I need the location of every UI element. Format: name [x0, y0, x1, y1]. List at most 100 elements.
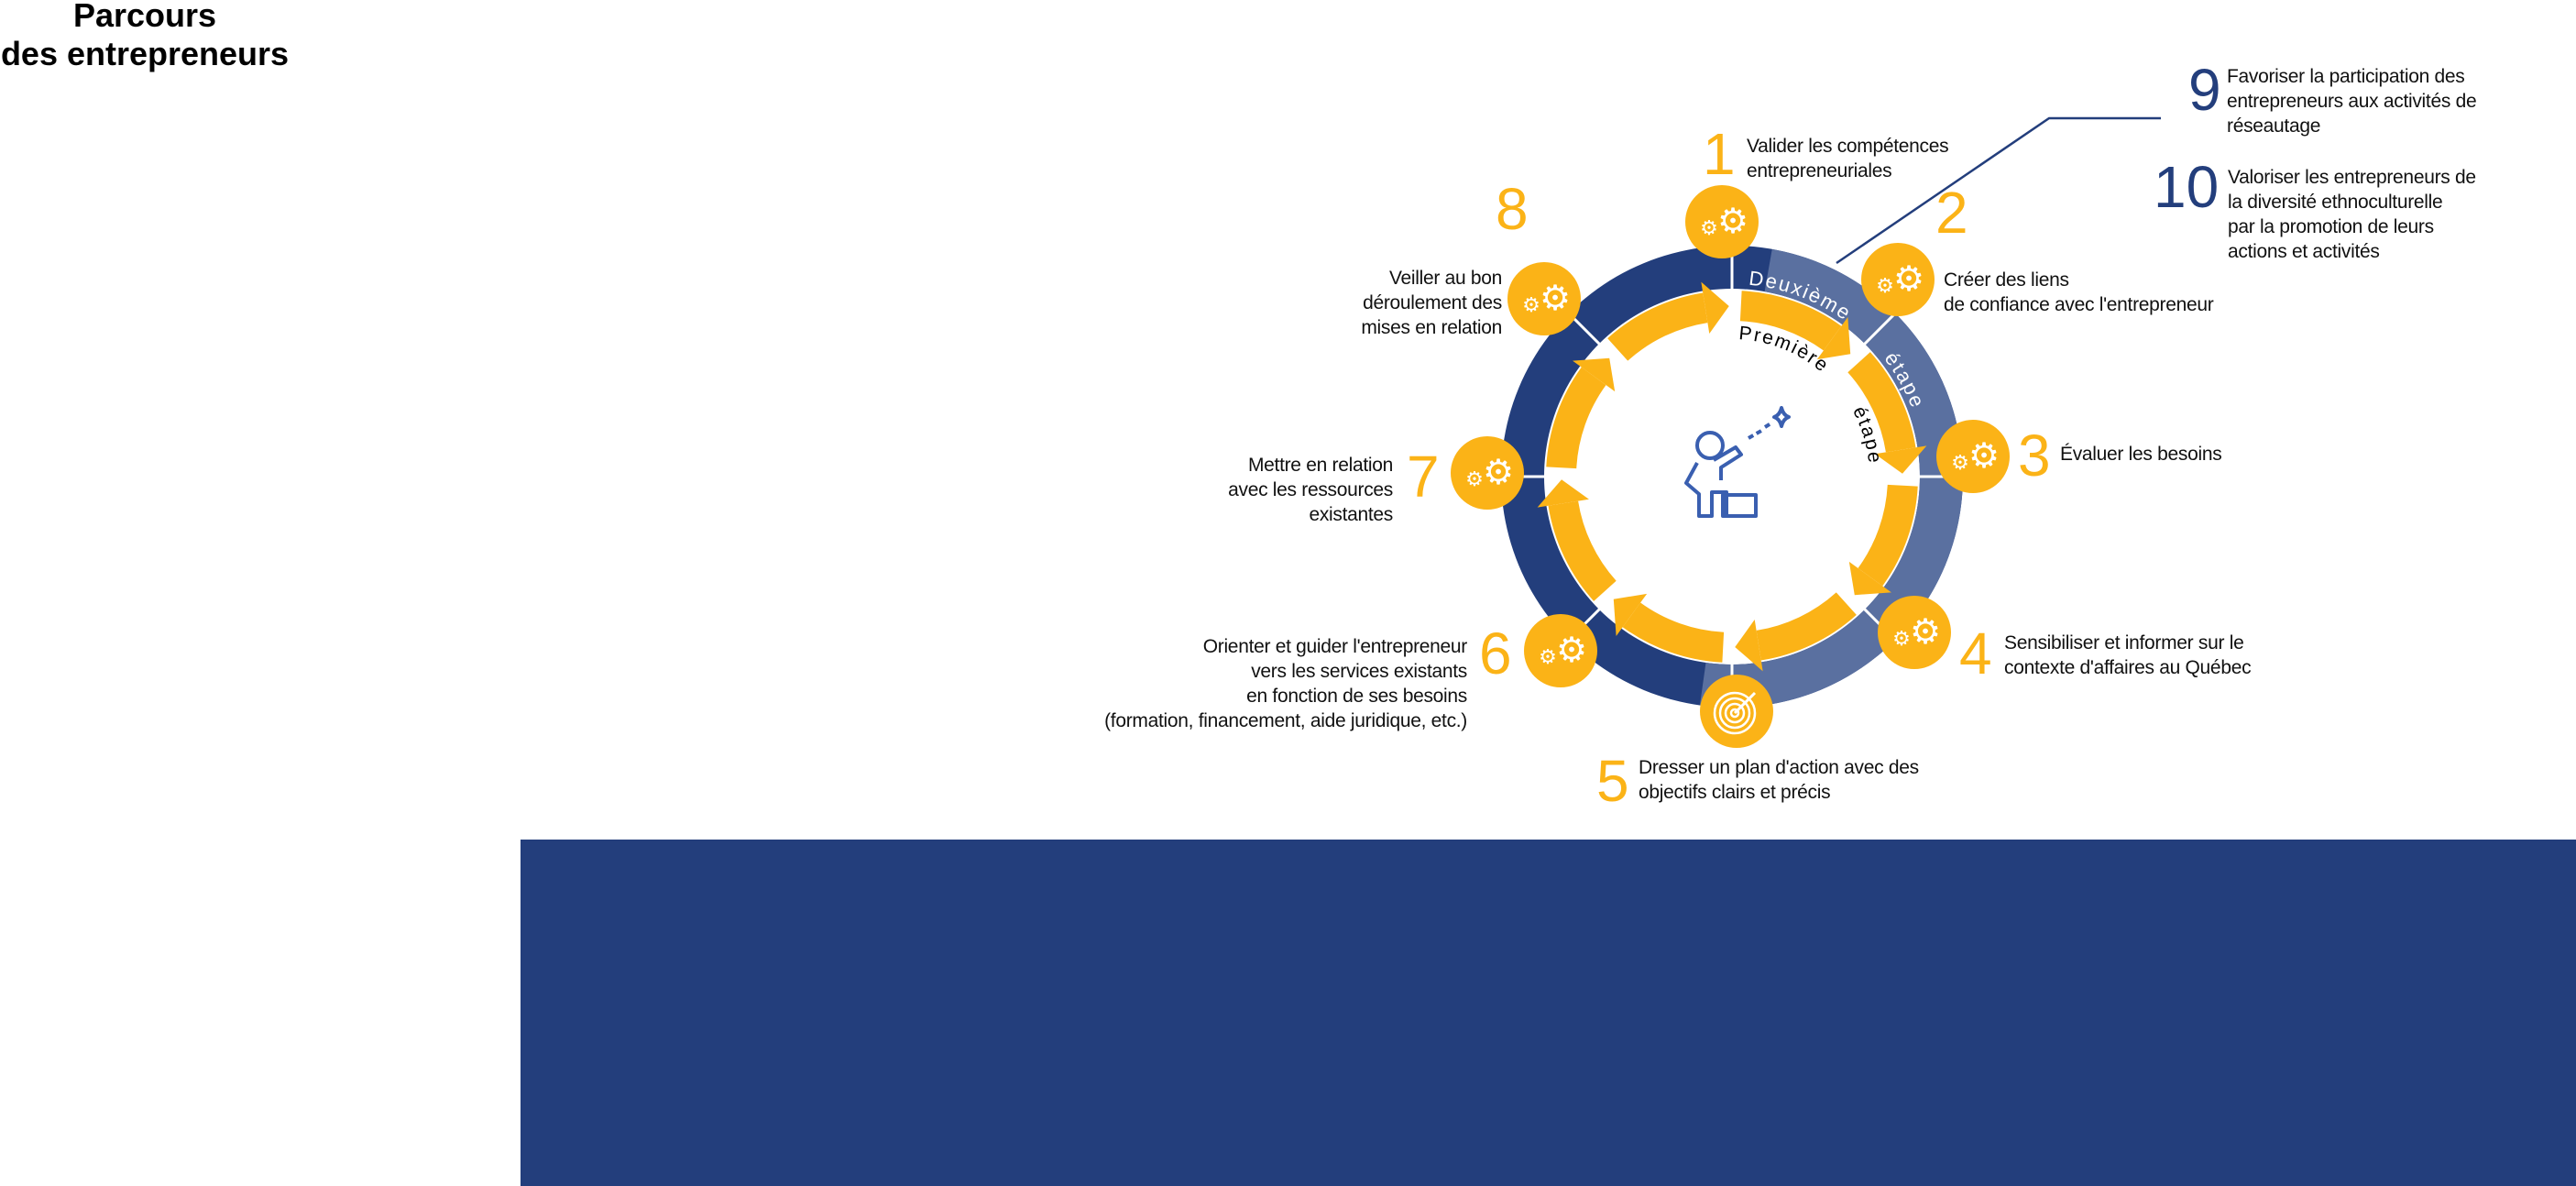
- label-line: Valoriser les entrepreneurs de: [2228, 167, 2476, 188]
- step-3-badge: ⚙⚙: [1936, 420, 2010, 493]
- label-line: entrepreneurs aux activités de: [2227, 91, 2477, 112]
- step-4-number: 4: [1959, 620, 1992, 686]
- svg-text:⚙: ⚙: [1893, 260, 1924, 299]
- cycle-arrow: [1546, 367, 1606, 469]
- gears-icon: ⚙⚙: [1539, 631, 1587, 670]
- gears-icon: ⚙⚙: [1876, 260, 1924, 299]
- cycle-arrow: [1548, 500, 1617, 601]
- label-line: Évaluer les besoins: [2060, 444, 2222, 465]
- label-line: Dresser un plan d'action avec des: [1639, 757, 1919, 778]
- label-line: la diversité ethnoculturelle: [2228, 192, 2443, 213]
- label-line: réseautage: [2227, 115, 2321, 137]
- svg-text:⚙: ⚙: [1968, 437, 2000, 476]
- step-4-label: Sensibiliser et informer sur le contexte …: [2004, 631, 2252, 680]
- label-line: Sensibiliser et informer sur le: [2004, 632, 2244, 653]
- gears-icon: ⚙⚙: [1522, 280, 1571, 318]
- step-6-label: Orienter et guider l'entrepreneur vers le…: [1104, 634, 1467, 733]
- svg-text:⚙: ⚙: [1700, 216, 1718, 239]
- cycle-arrowhead: [1816, 317, 1851, 360]
- cycle-arrow: [1847, 352, 1916, 453]
- cycle-arrow: [1739, 291, 1842, 351]
- label-line: avec les ressources: [1228, 479, 1393, 500]
- step-10-label: Valoriser les entrepreneurs de la diversi…: [2228, 165, 2476, 264]
- label-line: entrepreneuriales: [1747, 160, 1892, 181]
- label-line: de confiance avec l'entrepreneur: [1944, 294, 2214, 315]
- step-6-number: 6: [1479, 620, 1512, 686]
- step-1-number: 1: [1703, 121, 1736, 187]
- label-line: (formation, financement, aide juridique,…: [1104, 710, 1467, 731]
- step-10-number: 10: [2154, 154, 2220, 220]
- label-line: mises en relation: [1361, 317, 1502, 338]
- step-3-label: Évaluer les besoins: [2060, 442, 2222, 467]
- title-line-1: Parcours: [72, 0, 217, 34]
- step-1-badge: ⚙⚙: [1685, 185, 1759, 258]
- step-5-label: Dresser un plan d'action avec des objecti…: [1639, 755, 1919, 805]
- label-line: par la promotion de leurs: [2228, 216, 2434, 237]
- step-5-number: 5: [1596, 748, 1629, 814]
- step-7-label: Mettre en relation avec les ressources exi…: [1228, 453, 1393, 527]
- label-line: Orienter et guider l'entrepreneur: [1202, 636, 1468, 657]
- step-7-number: 7: [1407, 444, 1440, 510]
- cycle-arrowhead: [1875, 445, 1927, 474]
- step-8-label: Veiller au bon déroulement des mises en re…: [1361, 266, 1502, 340]
- cycle-arrowhead: [1735, 620, 1763, 672]
- cycle-arrow: [1607, 292, 1708, 361]
- svg-text:⚙: ⚙: [1556, 631, 1587, 670]
- step-2-number: 2: [1935, 180, 1968, 246]
- label-line: en fonction de ses besoins: [1246, 686, 1467, 707]
- person-reaching-star-icon: [1684, 406, 1791, 518]
- label-line: actions et activités: [2228, 241, 2380, 262]
- cycle-arrowhead: [1613, 593, 1648, 636]
- svg-text:⚙: ⚙: [1465, 467, 1484, 490]
- svg-text:⚙: ⚙: [1483, 454, 1514, 492]
- ring-second-stage: [1699, 248, 1964, 708]
- svg-text:⚙: ⚙: [1951, 451, 1969, 474]
- cycle-arrow: [1858, 484, 1918, 587]
- svg-text:⚙: ⚙: [1522, 293, 1540, 316]
- callout-line: [1836, 116, 2161, 265]
- gears-icon: ⚙⚙: [1700, 203, 1748, 241]
- cycle-arrow: [1622, 602, 1725, 663]
- cycle-arrowhead: [1537, 479, 1589, 508]
- step-2-label: Créer des liens de confiance avec l'entre…: [1944, 268, 2214, 317]
- step-8-badge: ⚙⚙: [1507, 262, 1581, 335]
- cycle-arrowhead: [1701, 281, 1729, 334]
- cycle-arrow: [1756, 592, 1857, 661]
- svg-text:⚙: ⚙: [1717, 203, 1748, 241]
- label-line: Mettre en relation: [1247, 455, 1393, 476]
- gears-icon: ⚙⚙: [1892, 613, 1941, 652]
- label-line: Favoriser la participation des: [2227, 66, 2465, 87]
- label-line: existantes: [1309, 504, 1393, 525]
- step-7-badge: ⚙⚙: [1451, 436, 1524, 510]
- gears-icon: ⚙⚙: [1465, 454, 1514, 492]
- page-title: Parcours des entrepreneurs: [0, 0, 290, 73]
- svg-text:⚙: ⚙: [1892, 627, 1911, 650]
- step-6-badge: ⚙⚙: [1524, 614, 1597, 687]
- label-line: objectifs clairs et précis: [1639, 782, 1831, 803]
- cycle-arrowhead: [1848, 561, 1891, 596]
- label-line: vers les services existants: [1251, 661, 1467, 682]
- svg-text:⚙: ⚙: [1540, 280, 1571, 318]
- title-line-2: des entrepreneurs: [0, 35, 290, 72]
- label-line: déroulement des: [1363, 292, 1502, 313]
- footer-band: [521, 840, 2576, 1186]
- step-9-number: 9: [2188, 57, 2221, 123]
- step-9-label: Favoriser la participation des entreprene…: [2227, 64, 2477, 138]
- svg-text:⚙: ⚙: [1539, 645, 1557, 668]
- label-line: Veiller au bon: [1388, 268, 1502, 289]
- step-4-badge: ⚙⚙: [1878, 596, 1951, 669]
- step-2-badge: ⚙⚙: [1861, 243, 1935, 316]
- target-icon: [1713, 691, 1757, 735]
- cycle-arrowhead: [1573, 357, 1616, 392]
- step-3-number: 3: [2018, 423, 2051, 489]
- label-line: contexte d'affaires au Québec: [2004, 657, 2252, 678]
- label-line: Valider les compétences: [1747, 136, 1949, 157]
- step-8-number: 8: [1496, 176, 1529, 242]
- step-5-badge: [1700, 675, 1773, 748]
- gears-icon: ⚙⚙: [1951, 437, 2000, 476]
- svg-text:⚙: ⚙: [1876, 274, 1894, 297]
- ring-divider: [1839, 305, 1903, 369]
- label-line: Créer des liens: [1944, 269, 2069, 291]
- svg-text:⚙: ⚙: [1910, 613, 1941, 652]
- step-1-label: Valider les compétences entrepreneuriales: [1747, 134, 1949, 183]
